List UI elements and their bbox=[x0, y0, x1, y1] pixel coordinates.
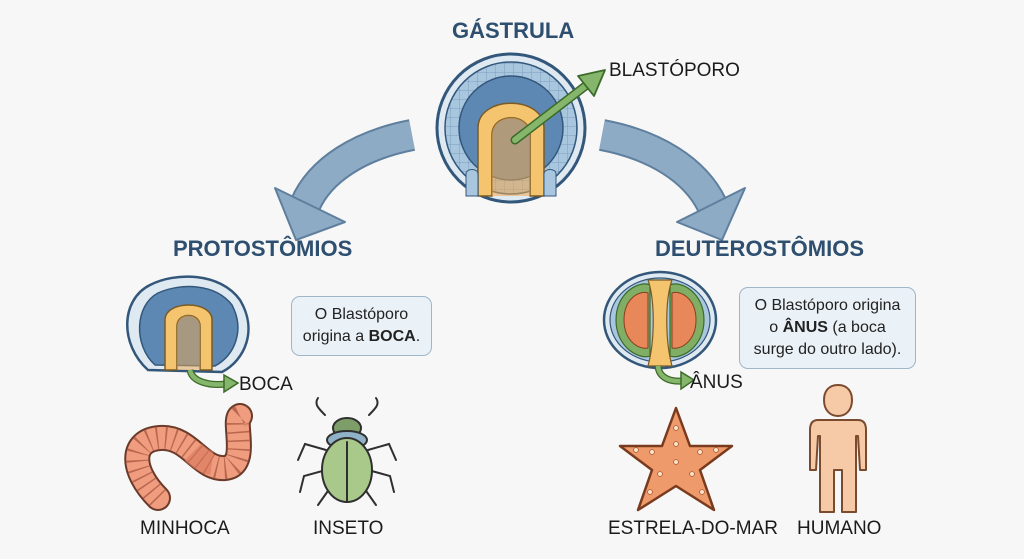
protostome-callout-line1: O Blastóporo bbox=[314, 306, 409, 323]
starfish-icon bbox=[618, 406, 734, 512]
protostome-callout: O Blastóporo origina a BOCA. bbox=[291, 296, 432, 356]
earthworm-icon bbox=[124, 403, 253, 511]
deuterostomes-title: DEUTEROSTÔMIOS bbox=[655, 236, 865, 261]
anus-label: ÂNUS bbox=[690, 372, 743, 393]
protostomes-title: PROTOSTÔMIOS bbox=[173, 236, 353, 261]
mouth-label: BOCA bbox=[239, 374, 293, 395]
blastopore-arrow bbox=[510, 69, 606, 145]
protostome-callout-line2: origina a BOCA. bbox=[302, 328, 421, 345]
deuterostome-callout: O Blastóporo origina o ÂNUS (a boca surg… bbox=[739, 287, 916, 369]
protostome-embryo bbox=[126, 275, 250, 374]
deuterostome-callout-line3: surge do outro lado). bbox=[753, 341, 902, 358]
deuterostome-embryo bbox=[602, 270, 718, 370]
example-earthworm-label: MINHOCA bbox=[140, 518, 230, 539]
gastrula-illustration bbox=[435, 52, 587, 204]
anus-arrow bbox=[654, 365, 696, 391]
example-human-label: HUMANO bbox=[797, 518, 882, 539]
deuterostome-callout-line1: O Blastóporo origina bbox=[754, 297, 901, 314]
human-icon bbox=[809, 384, 867, 513]
mouth-arrow bbox=[186, 368, 240, 394]
beetle-icon bbox=[297, 397, 397, 506]
blastopore-label: BLASTÓPORO bbox=[609, 60, 740, 81]
example-insect-label: INSETO bbox=[313, 518, 384, 539]
gastrula-title: GÁSTRULA bbox=[452, 18, 575, 43]
deuterostome-callout-line2: o ÂNUS (a boca bbox=[769, 319, 886, 336]
branch-arrow-right bbox=[598, 119, 746, 241]
example-starfish-label: ESTRELA-DO-MAR bbox=[608, 518, 778, 539]
branch-arrow-left bbox=[274, 119, 416, 241]
